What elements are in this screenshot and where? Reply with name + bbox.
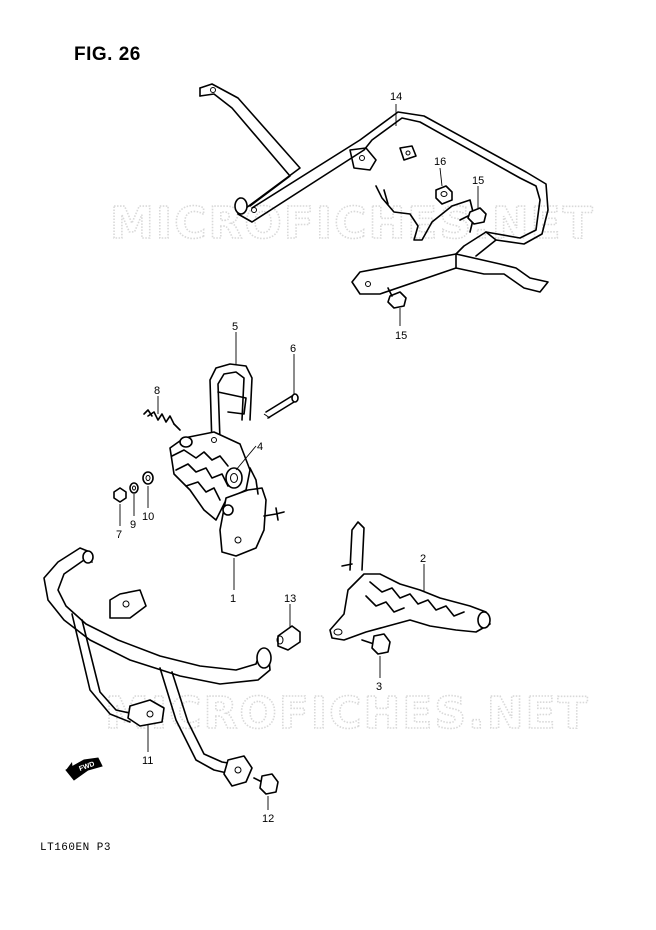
callout-6: 6: [290, 343, 296, 355]
spring-8: [143, 409, 181, 431]
bolt-3: [361, 633, 391, 655]
bolt-15-lower: [387, 287, 407, 309]
leader-lines: [119, 104, 479, 810]
bolt-12: [253, 773, 279, 795]
washer-9: [129, 482, 139, 494]
callout-14: 14: [390, 91, 402, 103]
washer-10: [142, 471, 154, 485]
front-guard-bar: [43, 547, 272, 787]
callout-15-upper: 15: [472, 175, 484, 187]
callout-11: 11: [142, 755, 153, 767]
callout-7: 7: [116, 529, 122, 541]
left-footrest-assembly: [169, 363, 285, 557]
callout-4: 4: [257, 441, 263, 453]
callout-numbers: 14 16 15 15 5 6 8 4 7 9 10 1 2 13 3 11 1…: [116, 91, 484, 825]
callout-5: 5: [232, 321, 238, 333]
callout-12: 12: [262, 813, 274, 825]
callout-16: 16: [434, 156, 446, 168]
model-code: LT160EN P3: [40, 842, 112, 854]
callout-8: 8: [154, 385, 160, 397]
callout-2: 2: [420, 553, 426, 565]
callout-3: 3: [376, 681, 382, 693]
nut-16: [435, 185, 453, 205]
fwd-arrow-icon: FWD: [65, 757, 103, 781]
right-footrest: [329, 521, 491, 641]
pin-6: [263, 393, 299, 419]
watermark-bottom: MICROFICHES.NET: [105, 688, 590, 739]
callout-9: 9: [130, 519, 136, 531]
callout-15-lower: 15: [395, 330, 407, 342]
callout-1: 1: [230, 593, 236, 605]
bolt-15-upper: [459, 207, 487, 225]
watermark-top: MICROFICHES.NET: [110, 198, 595, 249]
cap-13: [276, 625, 301, 651]
nut-7: [113, 487, 127, 503]
callout-10: 10: [142, 511, 154, 523]
callout-13: 13: [284, 593, 296, 605]
rear-carrier-frame: [199, 83, 549, 295]
figure-title: FIG. 26: [74, 44, 141, 65]
